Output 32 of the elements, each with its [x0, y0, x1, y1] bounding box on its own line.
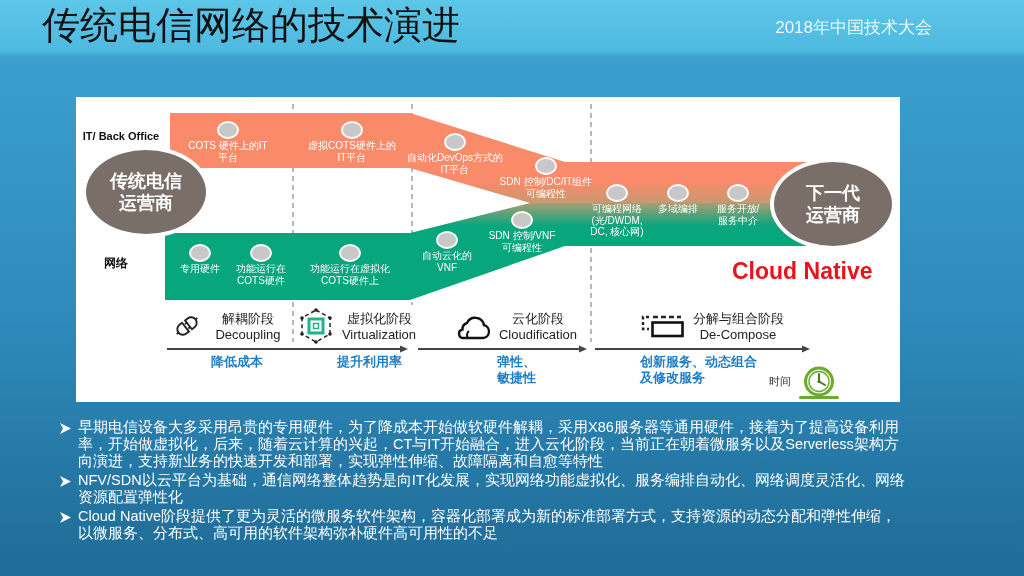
- milestone-label: 专用硬件: [180, 263, 220, 275]
- milestone-label: 自动化DevOps方式的IT平台: [405, 152, 505, 175]
- header-text: 2018年中国技术大会: [774, 17, 932, 39]
- bullet-text: 早期电信设备大多采用昂贵的专用硬件，为了降成本开始做软硬件解耦，采用X86服务器等通用硬件，接着为了提高设备利用率，开始做虚拟化，后来，随着云计算的兴起，CT与IT开始融合，进入云化阶段，当前正在朝着微服务以及Serverless架构方向演进，支持新业务的快速开发和部署，实现弹性伸缩、故障隔离和自愈等特性: [78, 419, 900, 470]
- benefit-text: 降低成本: [210, 354, 264, 370]
- axis-label: 时间: [769, 375, 792, 388]
- milestone-label: 自动云化的VNF: [421, 250, 473, 273]
- stage-subtitle: Cloudification: [497, 327, 578, 343]
- slide-title: 传统电信网络的技术演进: [42, 3, 460, 47]
- stage-subtitle: De-Compose: [698, 327, 778, 343]
- stage-subtitle: Decoupling: [214, 327, 282, 343]
- row-heading: 网络: [103, 256, 129, 271]
- milestone-label: SDN 控制/DC/IT组件可编程性: [498, 176, 594, 199]
- benefit-text: 提升利用率: [335, 354, 403, 370]
- highlight-text: Cloud Native: [732, 257, 874, 285]
- milestone-label: 服务开放/服务中介: [715, 203, 761, 226]
- benefit-text: 弹性、敏捷性: [497, 354, 537, 386]
- benefit-text: 创新服务、动态组合及修改服务: [640, 354, 758, 386]
- stage-title: 解耦阶段: [221, 311, 275, 327]
- milestone-label: 可编程网络(光/DWDM, DC, 核心网): [589, 203, 645, 238]
- row-heading: IT/ Back Office: [81, 129, 161, 143]
- milestone-label: 功能运行在虚拟化COTS硬件上: [309, 263, 391, 286]
- milestone-label: 虚拟COTS硬件上的IT平台: [307, 140, 397, 163]
- milestone-label: 功能运行在COTS硬件: [235, 263, 287, 286]
- stage-subtitle: Virtualization: [340, 327, 418, 343]
- milestone-label: SDN 控制/VNF可编程性: [487, 230, 557, 253]
- bullet-text: NFV/SDN以云平台为基础，通信网络整体趋势是向IT化发展，实现网络功能虚拟化、服务编排自动化、网络调度灵活化、网络资源配置弹性化: [78, 472, 906, 506]
- bullet-text: Cloud Native阶段提供了更为灵活的微服务软件架构，容器化部署成为新的标准部署方式，支持资源的动态分配和弹性伸缩，以微服务、分布式、高可用的软件架构弥补硬件高可用性的不足: [78, 508, 897, 542]
- milestone-label: 多域编排: [658, 203, 698, 215]
- stage-title: 云化阶段: [511, 311, 565, 327]
- stage-title: 虚拟化阶段: [345, 311, 413, 327]
- stage-title: 分解与组合阶段: [691, 311, 785, 327]
